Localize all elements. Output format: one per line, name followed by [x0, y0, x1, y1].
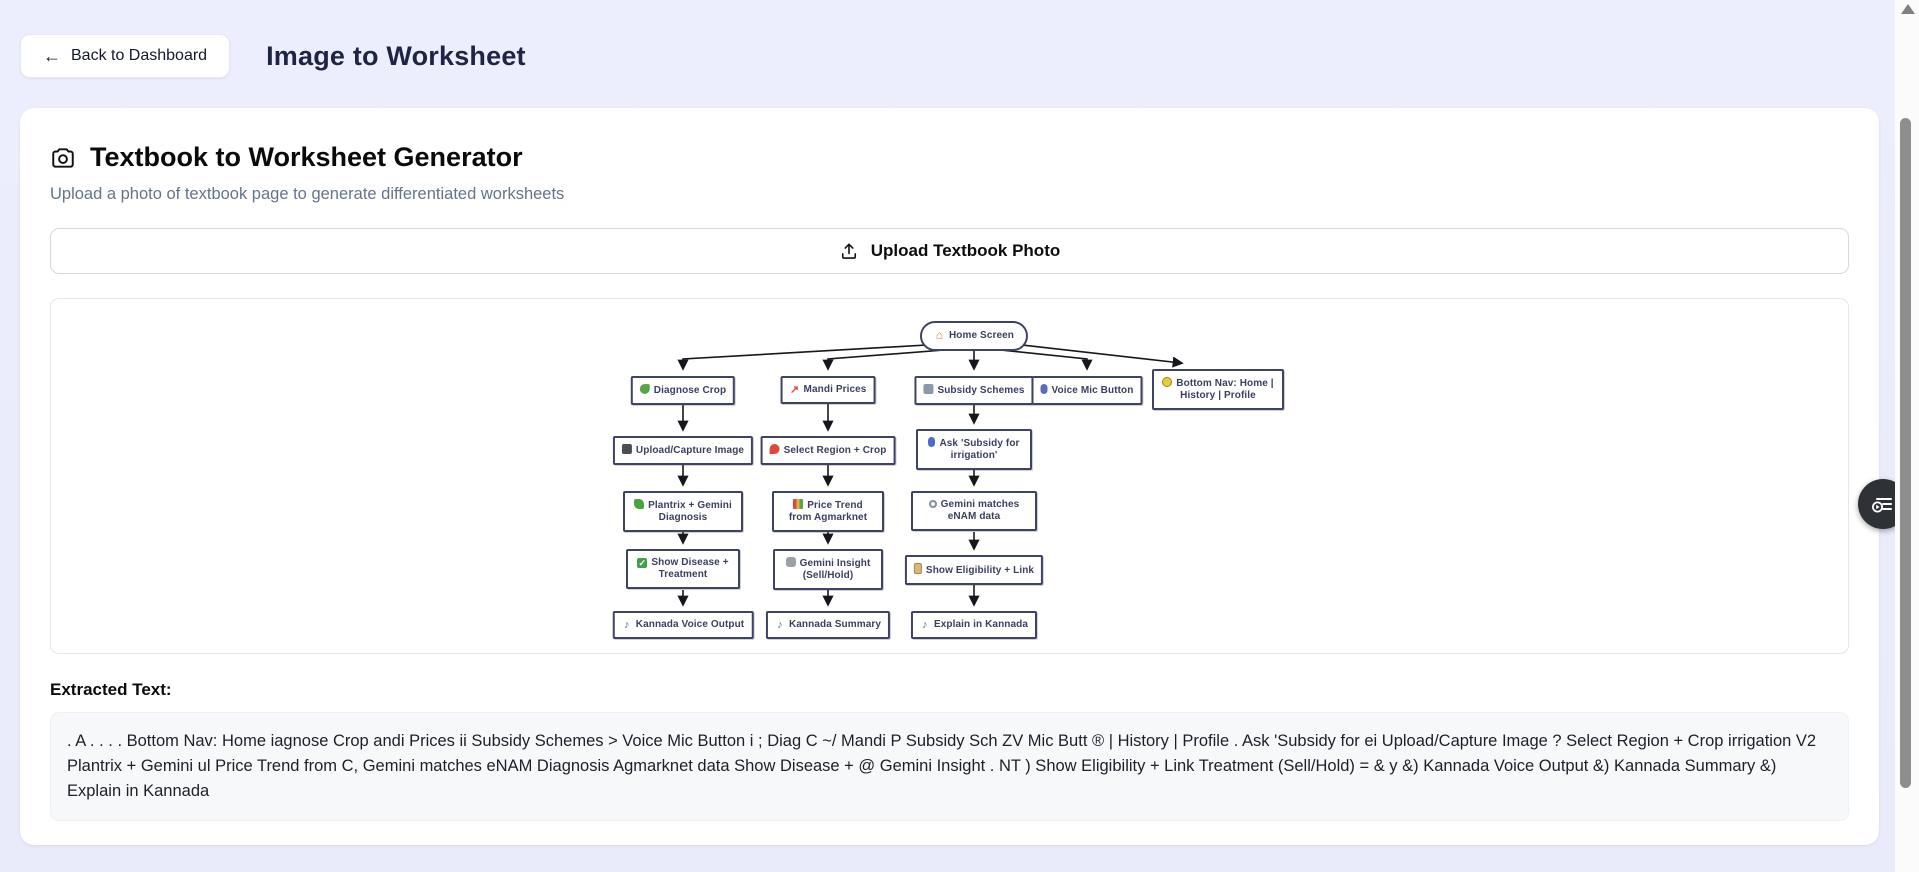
extracted-text-content: . A . . . . Bottom Nav: Home iagnose Cro… — [50, 712, 1849, 821]
flowchart-node-select-region-crop: Select Region + Crop — [760, 436, 896, 465]
card-subtitle: Upload a photo of textbook page to gener… — [50, 185, 565, 203]
generator-card: Textbook to Worksheet Generator Upload a… — [20, 108, 1879, 845]
back-to-dashboard-button[interactable]: ← Back to Dashboard — [20, 34, 231, 78]
camera-icon — [621, 444, 632, 454]
clipboard-icon — [913, 563, 922, 574]
flowchart-node-voice-mic-button: Voice Mic Button — [1031, 376, 1143, 405]
pin-icon — [769, 444, 780, 454]
scrollbar-up-arrow-icon[interactable] — [1901, 4, 1915, 14]
scrollbar-thumb[interactable] — [1900, 118, 1911, 788]
back-arrow-icon: ← — [43, 46, 61, 66]
flowchart-node-kannada-summary: ♪Kannada Summary — [765, 611, 891, 639]
flowchart-node-subsidy-schemes: Subsidy Schemes — [914, 376, 1034, 405]
flowchart-node-upload-capture-image: Upload/Capture Image — [612, 436, 754, 465]
flowchart-node-kannada-voice-output: ♪Kannada Voice Output — [612, 611, 754, 639]
upload-icon — [841, 243, 856, 259]
flowchart-node-gemini-insight: Gemini Insight (Sell/Hold) — [773, 549, 883, 590]
home-icon: ⌂ — [935, 328, 944, 342]
chart-up-icon: ↗ — [789, 384, 800, 396]
check-icon: ✓ — [637, 558, 648, 568]
list-play-icon — [1872, 498, 1892, 513]
flowchart-connectors — [677, 342, 1184, 607]
compass-icon — [1162, 377, 1173, 387]
speaker-icon: ♪ — [777, 619, 783, 631]
bar-chart-icon — [793, 499, 804, 509]
flowchart-node-show-disease-treatment: ✓Show Disease + Treatment — [626, 549, 740, 589]
card-title: Textbook to Worksheet Generator — [90, 142, 523, 172]
microphone-icon — [1040, 384, 1048, 394]
scrollbar[interactable] — [1895, 0, 1919, 872]
card-header: Textbook to Worksheet Generator — [50, 142, 1849, 173]
flowchart-image: ⌂Home Screen Diagnose Crop ↗Mandi Prices… — [50, 298, 1849, 654]
flowchart-node-home-screen: ⌂Home Screen — [919, 321, 1029, 351]
flowchart-node-explain-in-kannada: ♪Explain in Kannada — [910, 611, 1038, 639]
leaf-icon — [639, 384, 650, 394]
robot-icon — [785, 557, 796, 567]
flowchart-node-price-trend-agmarknet: Price Trend from Agmarknet — [772, 491, 884, 532]
flowchart-node-diagnose-crop: Diagnose Crop — [630, 376, 736, 405]
topbar: ← Back to Dashboard Image to Worksheet — [0, 0, 1919, 78]
flowchart-node-bottom-nav: Bottom Nav: Home | History | Profile — [1152, 369, 1284, 410]
speaker-icon: ♪ — [922, 619, 928, 631]
microphone-icon — [928, 437, 936, 447]
flowchart-node-gemini-matches-enam: Gemini matches eNAM data — [911, 491, 1037, 531]
upload-button-label: Upload Textbook Photo — [870, 241, 1061, 260]
camera-icon — [52, 147, 74, 168]
page-title: Image to Worksheet — [266, 40, 526, 71]
back-button-label: Back to Dashboard — [71, 47, 208, 64]
flowchart-node-show-eligibility-link: Show Eligibility + Link — [904, 555, 1044, 585]
flowchart-node-plantrix-gemini-diagnosis: Plantrix + Gemini Diagnosis — [623, 491, 743, 532]
search-icon — [928, 500, 937, 508]
plant-icon — [634, 499, 645, 509]
speaker-icon: ♪ — [623, 619, 630, 631]
extracted-text-heading: Extracted Text: — [50, 680, 172, 699]
upload-textbook-photo-button[interactable]: Upload Textbook Photo — [50, 228, 1849, 274]
bank-icon — [923, 384, 934, 394]
flowchart-node-mandi-prices: ↗Mandi Prices — [780, 376, 876, 404]
flowchart-node-ask-subsidy: Ask 'Subsidy for irrigation' — [916, 429, 1032, 470]
